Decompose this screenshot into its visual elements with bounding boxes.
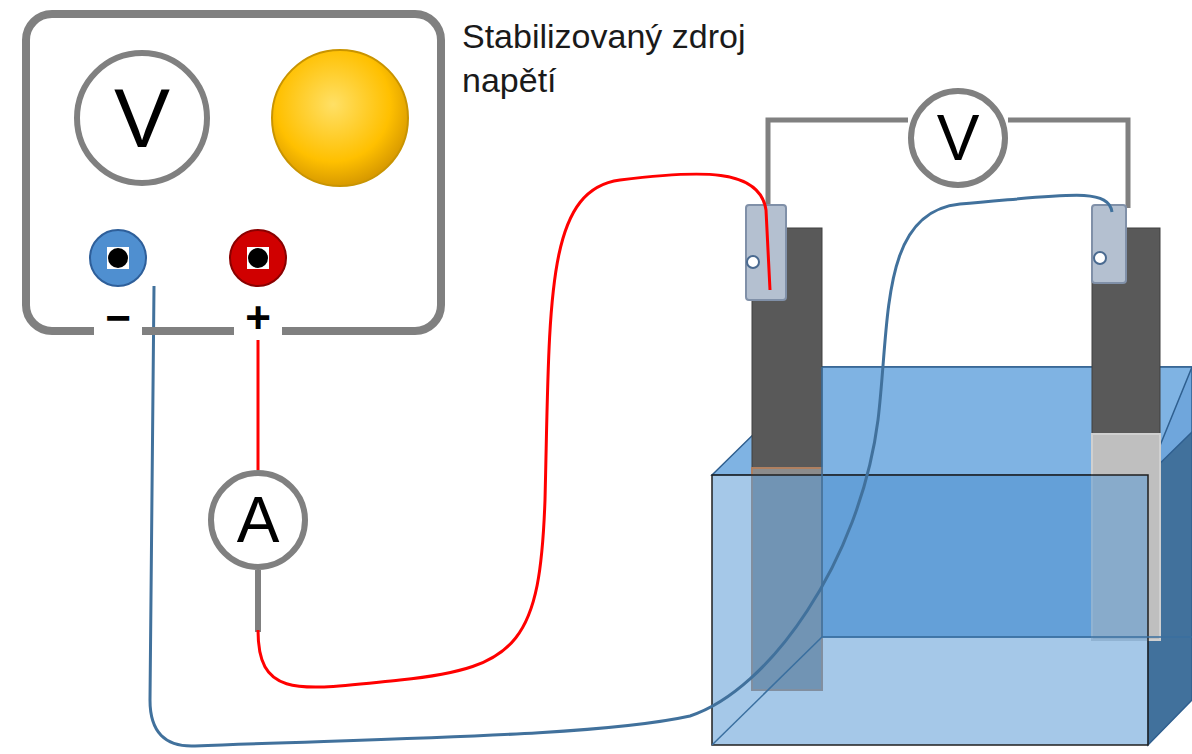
terminal-socket: [230, 230, 286, 286]
clamp-screw: [1094, 252, 1106, 264]
power-button: [272, 50, 408, 186]
supply-voltmeter: V: [74, 50, 210, 186]
minus-terminal: −: [88, 228, 148, 340]
ammeter: A: [208, 470, 308, 570]
polarity-sign: +: [234, 296, 282, 340]
clamp-screw: [747, 256, 759, 268]
meter-symbol: V: [114, 76, 170, 160]
voltmeter: V: [908, 88, 1008, 188]
tank-edge: [712, 637, 822, 745]
terminal-frame: [247, 247, 269, 269]
red-wire: [258, 174, 770, 687]
tank-edge: [821, 367, 823, 637]
tank-edge: [822, 636, 1192, 638]
power-supply: Stabilizovaný zdroj napětíV−+: [22, 10, 445, 335]
terminal-frame: [107, 247, 129, 269]
terminal-hole: [248, 248, 268, 268]
meter-symbol: V: [937, 106, 980, 170]
wire: [257, 340, 260, 470]
tank-front: [712, 475, 1148, 745]
terminal-tab: [94, 296, 142, 340]
terminal-tab: [234, 296, 282, 340]
polarity-sign: −: [94, 296, 142, 340]
meter-symbol: A: [237, 488, 280, 552]
voltmeter-wire: [768, 120, 908, 205]
terminal-socket: [90, 230, 146, 286]
plus-terminal: +: [228, 228, 288, 340]
clamp: [1092, 205, 1126, 283]
terminal-hole: [108, 248, 128, 268]
ammeter-lead: [255, 570, 261, 632]
supply-title: Stabilizovaný zdroj napětí: [462, 14, 752, 102]
blue-wire: [150, 195, 1112, 746]
